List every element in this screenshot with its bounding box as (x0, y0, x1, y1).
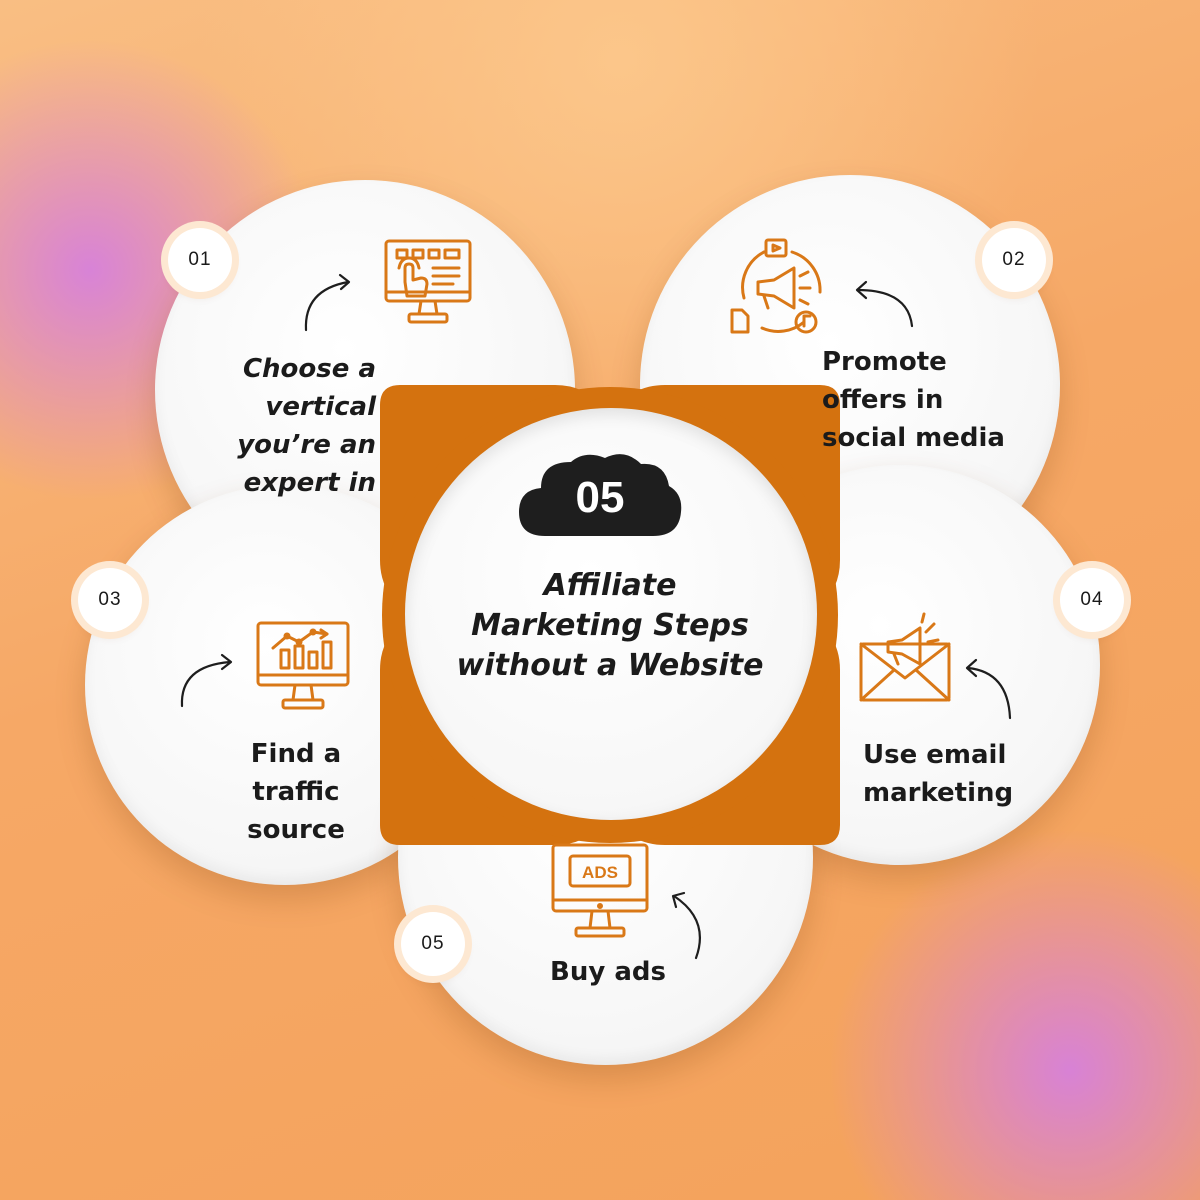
step-3-label: Find a traffic source (246, 735, 346, 849)
step-1-line-2: vertical (265, 392, 376, 422)
step-1-line-4: expert in (243, 468, 376, 498)
hub-title-line-3: without a Website (456, 648, 764, 683)
step-4-label: Use email marketing (863, 736, 1014, 812)
step-4-badge: 04 (1060, 568, 1124, 632)
step-3-line-3: source (247, 815, 345, 845)
ads-icon-text: ADS (582, 863, 618, 882)
step-1-label: Choose a vertical you’re an expert in (232, 350, 376, 502)
step-2-line-2: offers in (822, 385, 944, 415)
hub-title: Affiliate Marketing Steps without a Webs… (420, 566, 800, 686)
step-5-line-1: Buy ads (550, 957, 666, 987)
monitor-chart-icon (255, 620, 351, 712)
monitor-click-icon (383, 238, 473, 328)
step-3-arrow-icon (176, 652, 238, 710)
step-1-badge: 01 (168, 228, 232, 292)
step-1-line-1: Choose a (242, 354, 376, 384)
step-3-line-1: Find a (250, 739, 342, 769)
hub-number: 05 (575, 473, 625, 522)
step-5-badge: 05 (401, 912, 465, 976)
step-4-line-1: Use email (863, 740, 1007, 770)
step-2-line-3: social media (822, 423, 1005, 453)
step-1-line-3: you’re an (237, 430, 376, 460)
step-4-arrow-icon (962, 656, 1016, 722)
email-megaphone-icon (858, 608, 954, 704)
step-2-label: Promote offers in social media (822, 343, 1005, 457)
step-3-line-2: traffic (252, 777, 340, 807)
monitor-ads-icon: ADS (550, 842, 650, 942)
step-1-arrow-icon (300, 272, 360, 334)
step-2-arrow-icon (852, 278, 918, 330)
step-4-line-2: marketing (863, 778, 1014, 808)
megaphone-social-icon (728, 236, 828, 336)
hub-title-line-2: Marketing Steps (471, 608, 749, 643)
step-2-badge: 02 (982, 228, 1046, 292)
hub-title-line-1: Affiliate (543, 568, 677, 603)
step-5-label: Buy ads (550, 953, 666, 991)
cloud-shape (519, 454, 682, 536)
step-2-line-1: Promote (822, 347, 947, 377)
step-3-badge: 03 (78, 568, 142, 632)
step-5-arrow-icon (666, 890, 710, 962)
